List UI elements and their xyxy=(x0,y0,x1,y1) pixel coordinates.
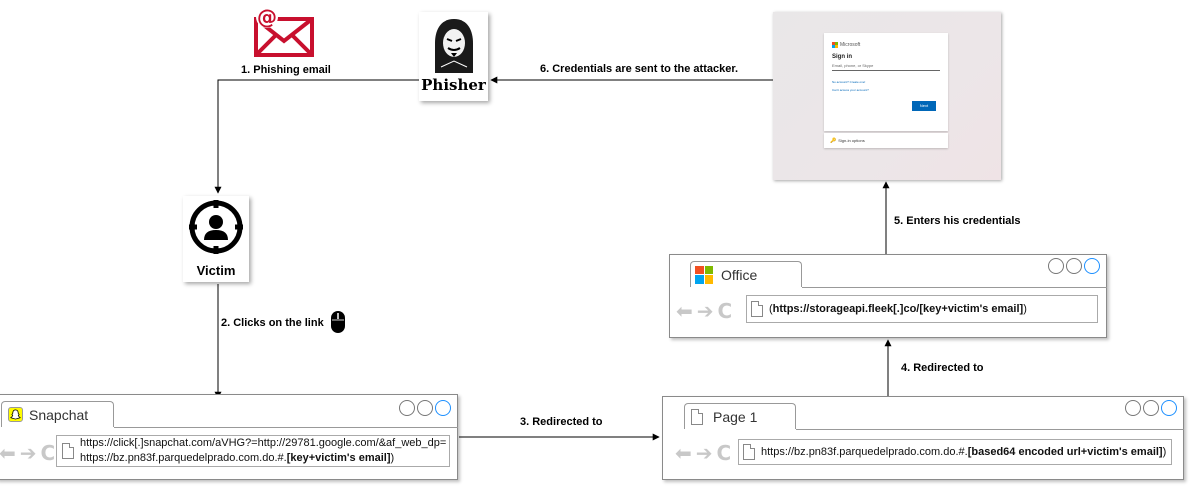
ms-cant-access-link[interactable]: Can't access your account? xyxy=(832,88,869,92)
document-icon xyxy=(62,443,74,459)
reload-icon[interactable]: C xyxy=(717,299,733,323)
ms-sign-in-options[interactable]: 🔑 Sign-in options xyxy=(824,133,948,148)
ms-no-account-link[interactable]: No account? Create one! xyxy=(832,80,866,84)
mouse-icon xyxy=(330,310,346,334)
forward-arrow-icon[interactable]: ➔ xyxy=(696,299,714,323)
phisher-card: Phisher xyxy=(419,12,488,101)
url-text: https://bz.pn83f.parquedelprado.com.do.#… xyxy=(761,446,1167,458)
window-button-2[interactable] xyxy=(1066,258,1082,274)
nav-controls: ⬅ ➔ C xyxy=(675,441,731,465)
url-text: (https://storageapi.fleek[.]co/[key+vict… xyxy=(769,303,1027,315)
document-icon xyxy=(751,301,763,317)
window-button-1[interactable] xyxy=(1125,400,1141,416)
url-line2: https://bz.pn83f.parquedelprado.com.do.#… xyxy=(80,452,395,464)
label-step3: 3. Redirected to xyxy=(520,416,603,428)
label-step1: 1. Phishing email xyxy=(241,64,331,76)
office-logo-icon xyxy=(695,265,713,284)
reload-icon[interactable]: C xyxy=(40,441,56,465)
window-button-3[interactable] xyxy=(1084,258,1100,274)
window-button-2[interactable] xyxy=(1143,400,1159,416)
tab-page1[interactable]: Page 1 xyxy=(684,403,796,429)
target-person-icon xyxy=(189,200,243,254)
back-arrow-icon[interactable]: ⬅ xyxy=(675,441,692,465)
page1-browser-window: Page 1 ⬅ ➔ C https://bz.pn83f.parquedelp… xyxy=(662,396,1184,480)
ms-brand: Microsoft xyxy=(840,42,861,48)
url-line1: https://click[.]snapchat.com/aVHG?=http:… xyxy=(80,437,447,449)
window-button-2[interactable] xyxy=(417,400,433,416)
label-step2: 2. Clicks on the link xyxy=(221,317,324,329)
tab-title: Page 1 xyxy=(713,408,758,425)
url-bar[interactable]: https://click[.]snapchat.com/aVHG?=http:… xyxy=(56,435,450,467)
snapchat-browser-window: Snapchat ⬅ ➔ C https://click[.]snapchat.… xyxy=(0,394,458,480)
victim-card: Victim xyxy=(183,196,249,282)
victim-label: Victim xyxy=(196,263,236,278)
window-button-3[interactable] xyxy=(1161,400,1177,416)
hacker-mask-icon xyxy=(431,17,477,75)
arrow-phishing-email xyxy=(214,79,419,194)
snapchat-ghost-icon xyxy=(8,407,23,422)
nav-controls: ⬅ ➔ C xyxy=(0,441,55,465)
nav-controls: ⬅ ➔ C xyxy=(676,299,732,323)
tab-office[interactable]: Office xyxy=(690,261,802,287)
forward-arrow-icon[interactable]: ➔ xyxy=(695,441,713,465)
url-bar[interactable]: (https://storageapi.fleek[.]co/[key+vict… xyxy=(746,295,1098,323)
url-bar[interactable]: https://bz.pn83f.parquedelprado.com.do.#… xyxy=(738,439,1172,465)
office-browser-window: Office ⬅ ➔ C (https://storageapi.fleek[.… xyxy=(669,254,1107,338)
ms-email-input[interactable]: Email, phone, or Skype xyxy=(832,63,940,71)
document-icon xyxy=(691,408,703,425)
ms-logo-icon xyxy=(832,42,838,48)
key-icon: 🔑 xyxy=(830,137,837,144)
tab-title: Snapchat xyxy=(29,406,89,423)
forward-arrow-icon[interactable]: ➔ xyxy=(19,441,37,465)
window-button-3[interactable] xyxy=(435,400,451,416)
label-step4: 4. Redirected to xyxy=(901,362,984,374)
tab-title: Office xyxy=(721,266,758,283)
microsoft-login-screenshot: Microsoft Sign in Email, phone, or Skype… xyxy=(773,12,1001,180)
ms-next-button[interactable]: Next xyxy=(912,101,936,111)
email-at-icon: @ xyxy=(252,5,316,57)
tab-snapchat[interactable]: Snapchat xyxy=(1,401,114,427)
back-arrow-icon[interactable]: ⬅ xyxy=(0,441,16,465)
svg-text:@: @ xyxy=(257,5,277,29)
window-button-1[interactable] xyxy=(399,400,415,416)
phisher-label: Phisher xyxy=(421,76,486,94)
ms-heading: Sign in xyxy=(832,54,852,60)
label-step6: 6. Credentials are sent to the attacker. xyxy=(540,63,739,75)
back-arrow-icon[interactable]: ⬅ xyxy=(676,299,693,323)
window-button-1[interactable] xyxy=(1048,258,1064,274)
reload-icon[interactable]: C xyxy=(716,441,732,465)
ms-login-card: Microsoft Sign in Email, phone, or Skype… xyxy=(824,33,948,131)
document-icon xyxy=(743,444,755,460)
label-step5: 5. Enters his credentials xyxy=(894,215,1021,227)
